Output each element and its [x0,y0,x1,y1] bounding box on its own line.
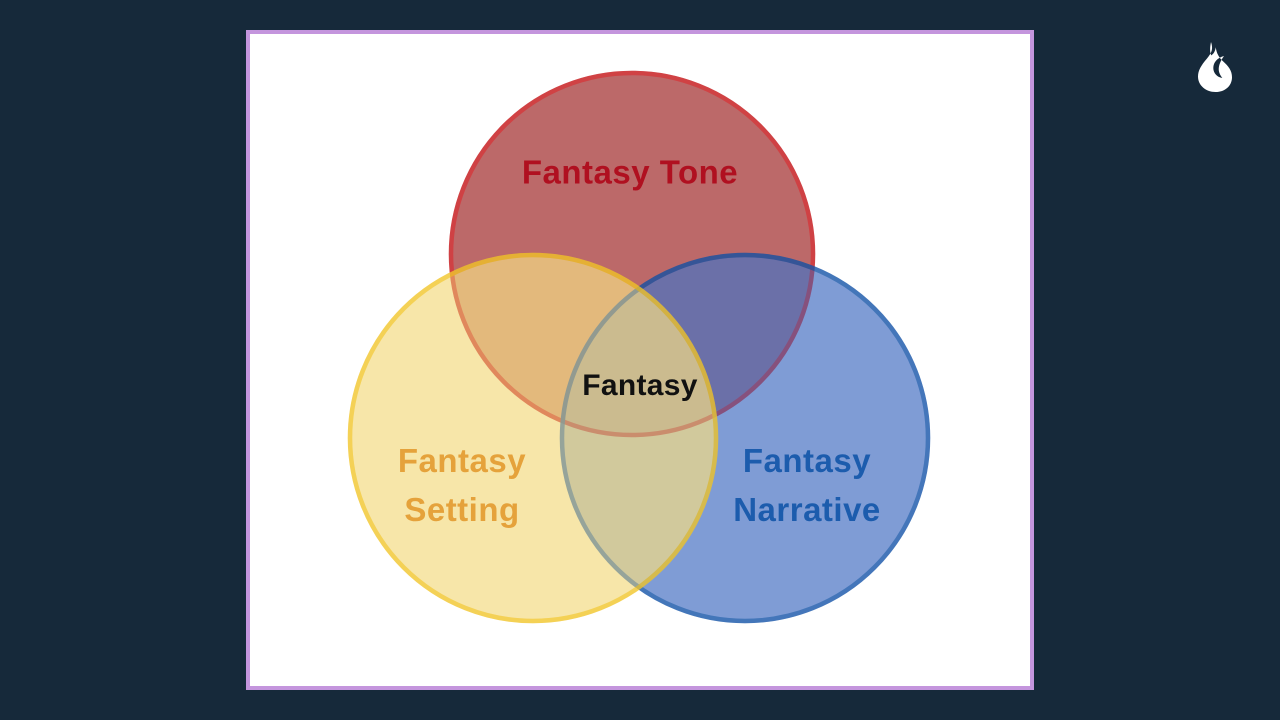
intersection-label: Fantasy [582,368,698,402]
setting-label: Fantasy Setting [397,442,527,528]
venn-circle-setting [347,252,719,624]
tone-circle-outline [448,70,816,438]
narrative-circle-outline [559,252,931,624]
venn-outline-overlay [347,70,931,624]
tone-label: Fantasy Tone [521,153,739,191]
flame-icon [1193,42,1236,92]
setting-circle-outline [347,252,719,624]
setting-circle [347,252,719,624]
narrative-label: Fantasy Narrative [733,442,881,528]
venn-diagram [347,70,931,624]
diagram-card: Fantasy Tone Fantasy Setting Fantasy Nar… [246,30,1034,690]
